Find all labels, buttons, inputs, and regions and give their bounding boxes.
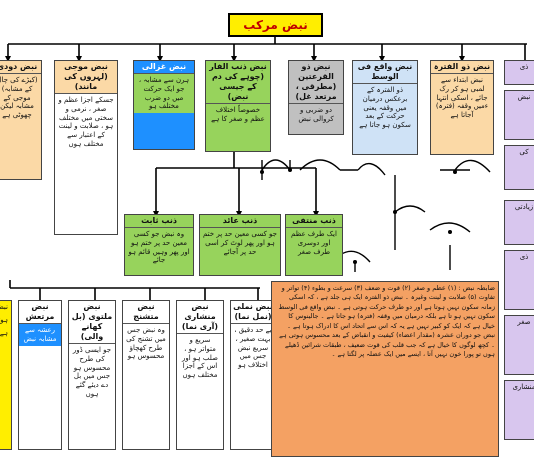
node-mutashannij: نبض متشنج وہ نبض جس میں تشنج کی طرح کھچا… xyxy=(122,300,170,450)
node-text: سریع و متواتر ہو ، صلب ہو اور اس کے اجزا… xyxy=(181,336,218,379)
node-header: نبض منشاری (آری نما) xyxy=(177,301,223,334)
node-header: نبض واقع فی الوسط xyxy=(353,61,417,84)
right-item-text: نبض xyxy=(517,93,531,101)
node-text: ذو الفترہ کے برعکس درمیان میں وقفہ یعنی … xyxy=(359,86,411,129)
node-text: ہرن سے مشابہ ، جو ایک حرکت میں دو ضرب مخ… xyxy=(134,74,194,113)
right-item-text: ذی xyxy=(519,63,529,71)
right-item: ذی xyxy=(504,250,534,310)
node-header: نبض متشنج xyxy=(123,301,169,324)
notes-panel: ضابطہ نبض : (۱) عظم و صغر (۲) قوت و ضعف … xyxy=(271,281,499,457)
node-minshari: نبض منشاری (آری نما) سریع و متواتر ہو ، … xyxy=(176,300,224,450)
node-header: ذنب ثابت xyxy=(125,215,193,228)
node-header: نبض ذو القرعتین (مطرقی ، مرتعد غل) xyxy=(289,61,343,104)
right-item-text: صغر xyxy=(517,318,531,326)
node-text: وہ نبض جو کسی معین حد پر ختم ہو اور پھر … xyxy=(128,230,190,265)
node-text: ایک طرف عظم اور دوسری طرف صغر xyxy=(291,230,337,256)
node-qaratain: نبض ذو القرعتین (مطرقی ، مرتعد غل) دو ضر… xyxy=(288,60,344,135)
node-namli: نبض نملی (نمل نما) بے حد دقیق ، بہت صغیر… xyxy=(230,300,276,450)
node-text: ہے xyxy=(0,328,8,337)
node-text: نبض xyxy=(0,303,8,311)
node-text: جو ایسی ڈور کی طرح محسوس ہو جس میں بل دے… xyxy=(72,346,112,398)
node-mauji: نبض موجی (لہروں کی مانند) جسکے اجزا عظم … xyxy=(54,60,118,235)
node-zanab-sabit: ذنب ثابت وہ نبض جو کسی معین حد پر ختم ہو… xyxy=(124,214,194,276)
node-header: ذنب عائد xyxy=(200,215,280,228)
diagram-title: نبض مرکب xyxy=(228,13,323,37)
node-zanab-aaid: ذنب عائد جو کسی معین حد پر ختم ہو اور پھ… xyxy=(199,214,281,276)
node-text: نبض ابتداء سے لمبی ہو کر رک جائے ، اسکی … xyxy=(435,76,489,119)
right-item-text: کی xyxy=(519,148,529,156)
node-text: رعشہ سے مشابہ نبض xyxy=(19,324,61,346)
node-text: جو کسی معین حد پر ختم ہو اور پھر لوٹ کر … xyxy=(203,230,277,256)
node-text: جسکے اجزا عظم و صغر ، نرمی و سختی میں مخ… xyxy=(58,96,114,148)
node-header: نبض ملتوی (بل کھانے والی) xyxy=(69,301,115,344)
node-header: نبض ذنب الفار (چوہے کی دم کے جیسی نبض) xyxy=(206,61,270,104)
node-header: نبض دودی xyxy=(0,61,41,74)
right-item: ذی xyxy=(504,60,534,85)
node-header: نبض ذو الفترہ xyxy=(431,61,493,74)
node-ghazali: نبض غزالی ہرن سے مشابہ ، جو ایک حرکت میں… xyxy=(133,60,195,150)
right-item-text: منشاری xyxy=(512,383,534,391)
node-fatra: نبض ذو الفترہ نبض ابتداء سے لمبی ہو کر ر… xyxy=(430,60,494,155)
node-text: وہ نبض جس میں تشنج کی طرح کھچاؤ محسوس ہو xyxy=(126,326,166,361)
node-header: ذنب منتفی xyxy=(286,215,342,228)
right-item: منشاری xyxy=(504,380,534,440)
right-item: صغر xyxy=(504,315,534,375)
node-text: ہوتی xyxy=(0,315,8,324)
node-murtaish: نبض مرتعش رعشہ سے مشابہ نبض xyxy=(18,300,62,450)
node-header: نبض نملی (نمل نما) xyxy=(231,301,275,324)
right-item: کی xyxy=(504,145,534,190)
right-item: زیادتی xyxy=(504,200,534,245)
node-multawi: نبض ملتوی (بل کھانے والی) جو ایسی ڈور کی… xyxy=(68,300,116,450)
node-text: دو ضربی و کروالی نبض xyxy=(298,106,334,123)
node-zanab-muntafi: ذنب منتفی ایک طرف عظم اور دوسری طرف صغر xyxy=(285,214,343,276)
node-header: نبض مرتعش xyxy=(19,301,61,324)
node-waqi-fil-wast: نبض واقع فی الوسط ذو الفترہ کے برعکس درم… xyxy=(352,60,418,155)
node-zanab-ul-faar: نبض ذنب الفار (چوہے کی دم کے جیسی نبض) خ… xyxy=(205,60,271,152)
right-item-text: ذی xyxy=(519,253,529,261)
node-left-partial: نبض ہوتی ہے xyxy=(0,300,12,450)
right-item: نبض xyxy=(504,90,534,140)
node-text: (کیڑے کی چال کے مشابہ) موجی کے مشابہ لیک… xyxy=(0,76,38,119)
node-doodi: نبض دودی (کیڑے کی چال کے مشابہ) موجی کے … xyxy=(0,60,42,180)
right-item-text: زیادتی xyxy=(514,203,534,211)
node-text: خصوصاً اختلاف عظم و صغر کا ہے xyxy=(211,106,265,123)
node-header: نبض موجی (لہروں کی مانند) xyxy=(55,61,117,94)
node-text: بے حد دقیق ، بہت صغیر ، سریع نبض جس میں … xyxy=(234,326,272,369)
node-header: نبض غزالی xyxy=(134,61,194,74)
notes-text: ضابطہ نبض : (۱) عظم و صغر (۲) قوت و ضعف … xyxy=(278,284,495,358)
